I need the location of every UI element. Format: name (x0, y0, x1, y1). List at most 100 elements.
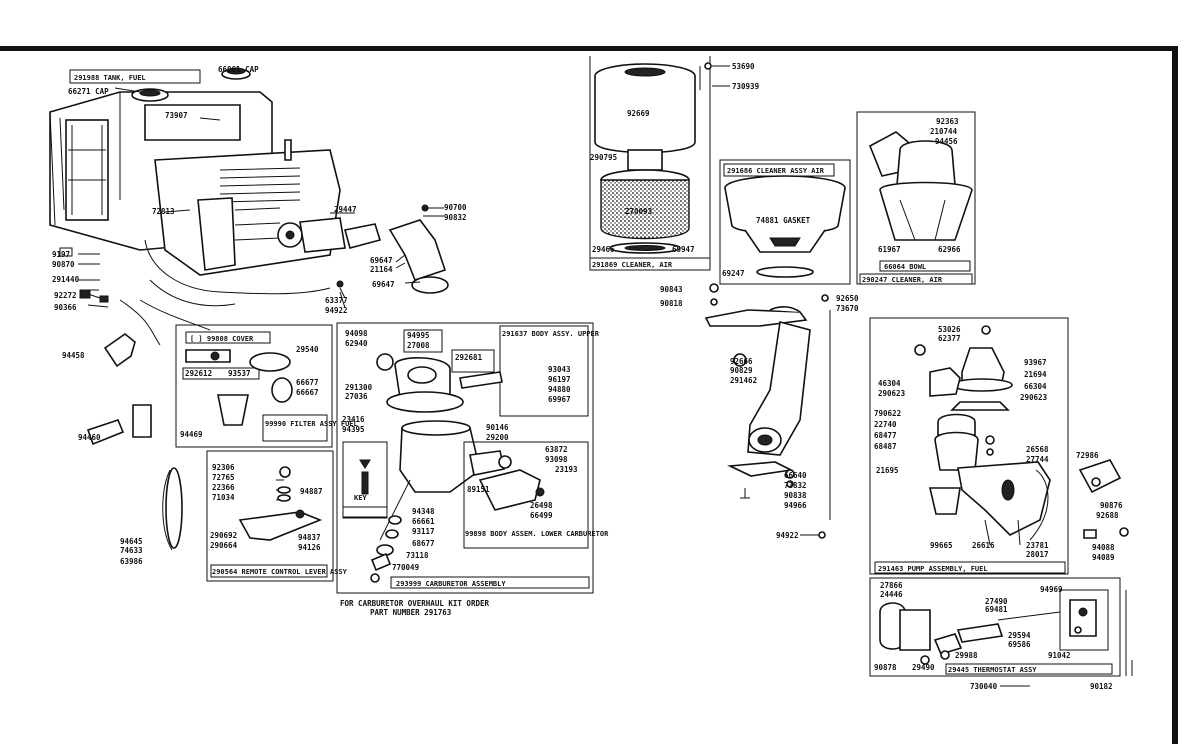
part-number: 93537 (228, 369, 251, 378)
part-number: 73670 (836, 304, 859, 313)
part-number: 94969 (1040, 585, 1063, 594)
part-number: 22740 (874, 420, 897, 429)
part-number: 94089 (1092, 553, 1115, 562)
part-number: 92272 (54, 291, 77, 300)
pump-side-parts (1078, 459, 1129, 539)
filter-caption: 99990 FILTER ASSY FUEL (265, 420, 358, 428)
part-number: 94460 (78, 433, 101, 442)
part-number: 46304 (878, 379, 901, 388)
part-number: 90818 (660, 299, 683, 308)
part-number: 92363 (936, 117, 959, 126)
part-number: 27036 (345, 392, 368, 401)
part-number: 770049 (392, 563, 420, 572)
part-number: 29490 (912, 663, 935, 672)
part-number: 94348 (412, 507, 435, 516)
part-number: 94458 (62, 351, 85, 360)
part-number: 91042 (1048, 651, 1071, 660)
engine-drawing (49, 67, 449, 551)
part-number: 72765 (212, 473, 235, 482)
part-number: 69967 (548, 395, 571, 404)
part-number: 96197 (548, 375, 571, 384)
fuel-pump-box (869, 317, 1069, 575)
part-number: 94088 (1092, 543, 1115, 552)
part-number: 93967 (1024, 358, 1047, 367)
part-number: 94469 (180, 430, 203, 439)
body-lower-caption: 99898 BODY ASSEM. LOWER CARBURETOR (465, 530, 609, 538)
part-number: 92666 (730, 357, 753, 366)
thermostat-box (869, 577, 1133, 687)
part-number: 62966 (938, 245, 961, 254)
part-number: 74881 GASKET (756, 216, 811, 225)
part-number: 72813 (152, 207, 175, 216)
part-number: 66499 (530, 511, 553, 520)
part-number: 74633 (120, 546, 143, 555)
tank-caption: 291988 TANK, FUEL (74, 74, 146, 82)
part-number: 66271 CAP (68, 87, 109, 96)
part-number: 69586 (1008, 640, 1031, 649)
carburetor-box (336, 322, 594, 594)
part-number: 63986 (120, 557, 143, 566)
part-number: 71034 (212, 493, 235, 502)
cover-caption: [ ] 99808 COVER (190, 335, 254, 343)
part-number: 69947 (672, 245, 695, 254)
part-number: 90876 (1100, 501, 1123, 510)
part-number: 730040 (970, 682, 998, 691)
part-number: 290795 (590, 153, 617, 162)
part-number: 210744 (930, 127, 958, 136)
part-number: 291440 (52, 275, 80, 284)
part-number: 23416 (342, 415, 365, 424)
part-number: 26616 (972, 541, 995, 550)
part-number: 69481 (985, 605, 1008, 614)
part-number: 93043 (548, 365, 571, 374)
cleaner-air-caption: 291869 CLEANER, AIR (592, 261, 673, 269)
part-number: 27866 (880, 581, 903, 590)
part-number: 90832 (444, 213, 467, 222)
part-number: 66667 (296, 388, 319, 397)
part-number: 94966 (784, 501, 807, 510)
part-number: 90838 (784, 491, 807, 500)
overhaul-note: FOR CARBURETOR OVERHAUL KIT ORDER PART N… (340, 599, 489, 617)
part-number: 90366 (54, 303, 77, 312)
part-number: 94922 (776, 531, 799, 540)
part-number: 66661 (412, 517, 435, 526)
part-number: 94456 (935, 137, 958, 146)
part-number: 68487 (874, 442, 897, 451)
part-number: 68477 (874, 431, 897, 440)
air-cleaner-parts (589, 56, 976, 285)
part-number: 90870 (52, 260, 75, 269)
part-number: 29200 (486, 433, 509, 442)
thermostat-caption: 29445 THERMOSTAT ASSY (948, 666, 1037, 674)
part-number: 90700 (444, 203, 467, 212)
part-number: 53026 (938, 325, 961, 334)
part-number: 790622 (874, 409, 901, 418)
part-number: 21694 (1024, 370, 1047, 379)
part-number: 90829 (730, 366, 753, 375)
part-number: 23781 (1026, 541, 1049, 550)
part-number: 22366 (212, 483, 235, 492)
part-number: 92306 (212, 463, 235, 472)
part-number: 730939 (732, 82, 760, 91)
part-number: 21164 (370, 265, 393, 274)
part-number: 9197 (52, 250, 70, 259)
carb-caption: 293999 CARBURETOR ASSEMBLY (396, 580, 506, 588)
part-number: 26498 (530, 501, 553, 510)
part-number: 89151 (467, 485, 490, 494)
part-number: 66304 (1024, 382, 1047, 391)
cleaner-air2-caption: 290247 CLEANER, AIR (862, 276, 943, 284)
part-number: 90843 (660, 285, 683, 294)
box-captions: 291988 TANK, FUEL [ ] 99808 COVER 99990 … (69, 69, 1037, 674)
part-number: 69647 (372, 280, 395, 289)
part-number: 27490 (985, 597, 1008, 606)
part-number: 291300 (345, 383, 373, 392)
part-number: 290664 (210, 541, 238, 550)
part-number: 26568 (1026, 445, 1049, 454)
part-number: 24446 (880, 590, 903, 599)
part-number: 92669 (627, 109, 650, 118)
part-number: 90182 (1090, 682, 1113, 691)
part-number: 27744 (1026, 455, 1049, 464)
part-number: 93098 (545, 455, 568, 464)
part-number: 66640 (784, 471, 807, 480)
part-number: 292612 (185, 369, 212, 378)
part-number: 92688 (1096, 511, 1119, 520)
part-number: 53690 (732, 62, 755, 71)
